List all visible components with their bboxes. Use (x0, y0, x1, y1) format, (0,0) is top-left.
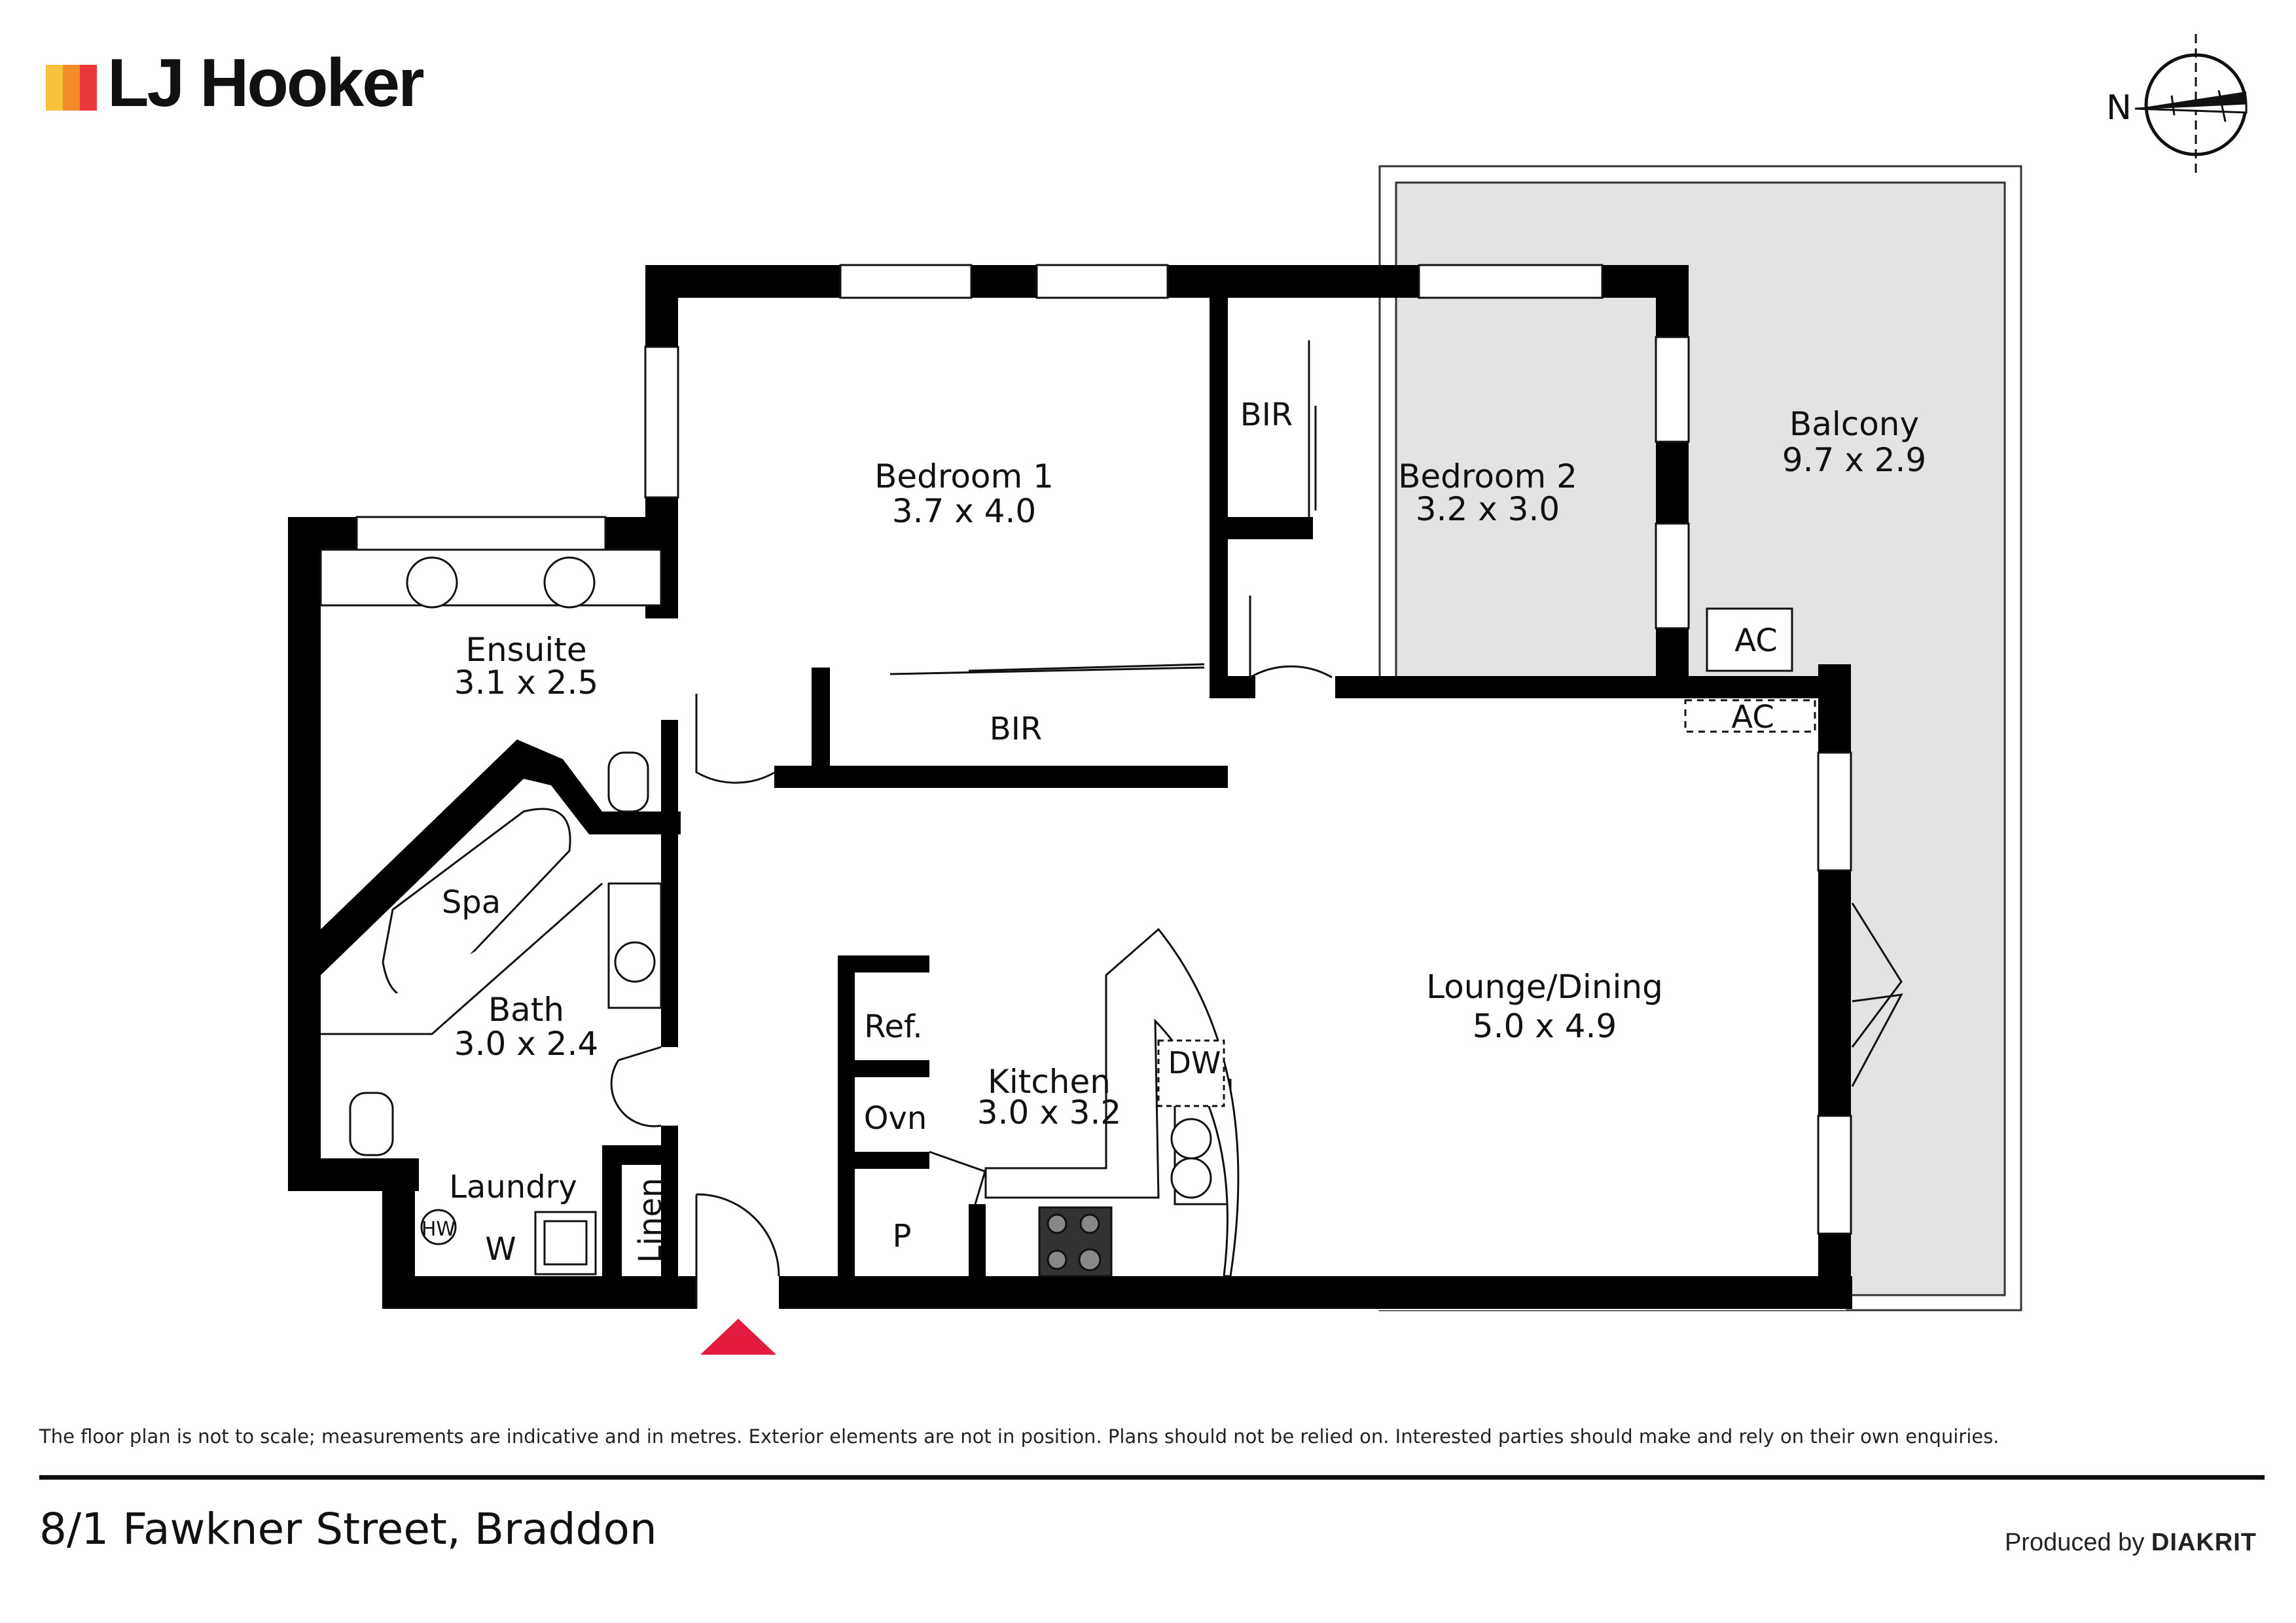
ac-label-outdoor: AC (1734, 622, 1778, 659)
doors (610, 596, 1903, 1309)
washer-label: W (485, 1231, 516, 1268)
logo-bar-yellow (46, 65, 63, 111)
linen-label: Linen (632, 1178, 669, 1263)
ensuite-name: Ensuite (465, 631, 586, 669)
bedroom2-size: 3.2 x 3.0 (1416, 490, 1560, 528)
bir-label-bed2: BIR (1240, 397, 1293, 433)
ref-label: Ref. (864, 1008, 922, 1045)
fixture-labels: BIR BIR AC AC Spa Laundry HW W Linen Ref… (422, 397, 1778, 1268)
spa-label: Spa (442, 884, 501, 921)
fixtures (319, 340, 1816, 1277)
ac-label-indoor: AC (1731, 699, 1774, 736)
bedroom2-name: Bedroom 2 (1398, 457, 1577, 495)
dishwasher-label: DW (1168, 1045, 1221, 1080)
logo-mark-icon (46, 57, 98, 111)
hot-water-label: HW (422, 1218, 456, 1241)
bedroom1-size: 3.7 x 4.0 (892, 492, 1036, 530)
logo-bar-red (80, 65, 97, 111)
lounge-size: 5.0 x 4.9 (1473, 1007, 1617, 1045)
balcony-area (1360, 165, 2022, 1311)
brand-logo: LJ Hooker (46, 45, 425, 121)
ensuite-size: 3.1 x 2.5 (454, 664, 598, 702)
footer-divider (39, 1475, 2265, 1480)
brand-name: LJ Hooker (107, 45, 425, 121)
balcony-size: 9.7 x 2.9 (1782, 441, 1926, 479)
property-address: 8/1 Fawkner Street, Braddon (39, 1504, 657, 1554)
balcony-name: Balcony (1789, 405, 1919, 443)
bedroom1-name: Bedroom 1 (874, 457, 1054, 495)
entry-arrow-icon (700, 1319, 776, 1355)
logo-bar-orange (63, 65, 80, 111)
oven-label: Ovn (864, 1100, 927, 1137)
pantry-label: P (893, 1218, 912, 1255)
kitchen-name: Kitchen (988, 1063, 1111, 1101)
laundry-label: Laundry (449, 1169, 577, 1205)
producer-name: DIAKRIT (2151, 1529, 2257, 1556)
disclaimer-text: The floor plan is not to scale; measurem… (39, 1425, 2000, 1448)
bir-label-bed1: BIR (990, 711, 1042, 747)
bath-size: 3.0 x 2.4 (454, 1025, 598, 1063)
compass-north-label: N (2106, 88, 2132, 128)
producer-credit: Produced by DIAKRIT (2005, 1529, 2257, 1557)
bath-name: Bath (488, 991, 564, 1029)
windows (355, 264, 1852, 1235)
lounge-name: Lounge/Dining (1426, 968, 1663, 1006)
compass-icon: N (2106, 34, 2248, 175)
room-labels: Bedroom 1 3.7 x 4.0 Bedroom 2 3.2 x 3.0 … (454, 405, 1926, 1132)
producer-prefix: Produced by (2004, 1529, 2145, 1556)
kitchen-size: 3.0 x 3.2 (977, 1094, 1121, 1132)
